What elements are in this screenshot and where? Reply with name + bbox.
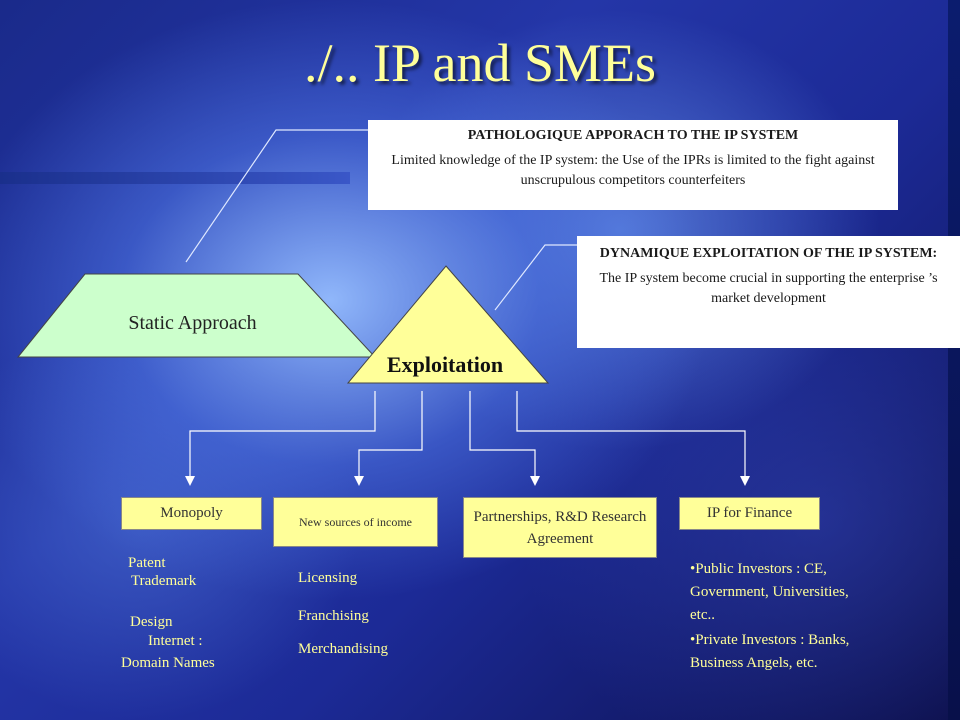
pathologique-box: PATHOLOGIQUE APPORACH TO THE IP SYSTEM L… xyxy=(368,120,898,210)
ip-finance-box: IP for Finance xyxy=(679,497,820,530)
partnerships-label: Partnerships, R&D Research Agreement xyxy=(473,508,647,547)
monopoly-box: Monopoly xyxy=(121,497,262,530)
new-sources-label: New sources of income xyxy=(299,515,412,529)
arrowhead-partnerships xyxy=(530,476,540,486)
monopoly-item: Internet : xyxy=(148,633,203,649)
income-item: Franchising xyxy=(298,608,369,624)
connector-ip-finance xyxy=(516,391,746,480)
connector-new-sources xyxy=(358,391,423,480)
monopoly-label: Monopoly xyxy=(160,505,223,521)
arrowhead-ip-finance xyxy=(740,476,750,486)
arrowhead-monopoly xyxy=(185,476,195,486)
right-edge-strip xyxy=(948,0,960,720)
exploitation-label: Exploitation xyxy=(386,352,504,377)
static-approach-label: Static Approach xyxy=(128,312,257,334)
dynamique-text: The IP system become crucial in supporti… xyxy=(599,271,938,306)
partnerships-box: Partnerships, R&D Research Agreement xyxy=(463,497,657,558)
pathologique-heading: PATHOLOGIQUE APPORACH TO THE IP SYSTEM xyxy=(467,128,799,143)
finance-bullet-text: Public Investors : CE, Government, Unive… xyxy=(690,561,849,623)
connector-monopoly xyxy=(189,391,376,480)
ip-finance-label: IP for Finance xyxy=(706,505,793,521)
income-item: Licensing xyxy=(298,570,358,586)
dynamique-box: DYNAMIQUE EXPLOITATION OF THE IP SYSTEM:… xyxy=(577,236,960,348)
monopoly-item: Design xyxy=(130,614,173,630)
finance-bullet: •Private Investors : Banks, Business Ang… xyxy=(690,632,850,671)
arrowhead-new-sources xyxy=(354,476,364,486)
callout-line-dynamique xyxy=(494,244,577,311)
connector-partnerships xyxy=(469,391,536,480)
finance-bullet: •Public Investors : CE, Government, Univ… xyxy=(690,561,849,623)
decorative-bar xyxy=(0,172,350,184)
callout-line-pathologique xyxy=(185,129,368,263)
pathologique-text: Limited knowledge of the IP system: the … xyxy=(391,153,875,188)
dynamique-heading: DYNAMIQUE EXPLOITATION OF THE IP SYSTEM: xyxy=(599,246,938,261)
monopoly-item: Patent xyxy=(128,555,166,571)
monopoly-item: Domain Names xyxy=(121,655,215,671)
new-sources-box: New sources of income xyxy=(273,497,438,547)
exploitation-triangle xyxy=(346,265,550,384)
slide-title: ./.. IP and SMEs xyxy=(303,33,657,93)
finance-bullet-text: Private Investors : Banks, Business Ange… xyxy=(690,632,850,671)
monopoly-item: Trademark xyxy=(131,573,197,589)
income-item: Merchandising xyxy=(298,641,388,657)
